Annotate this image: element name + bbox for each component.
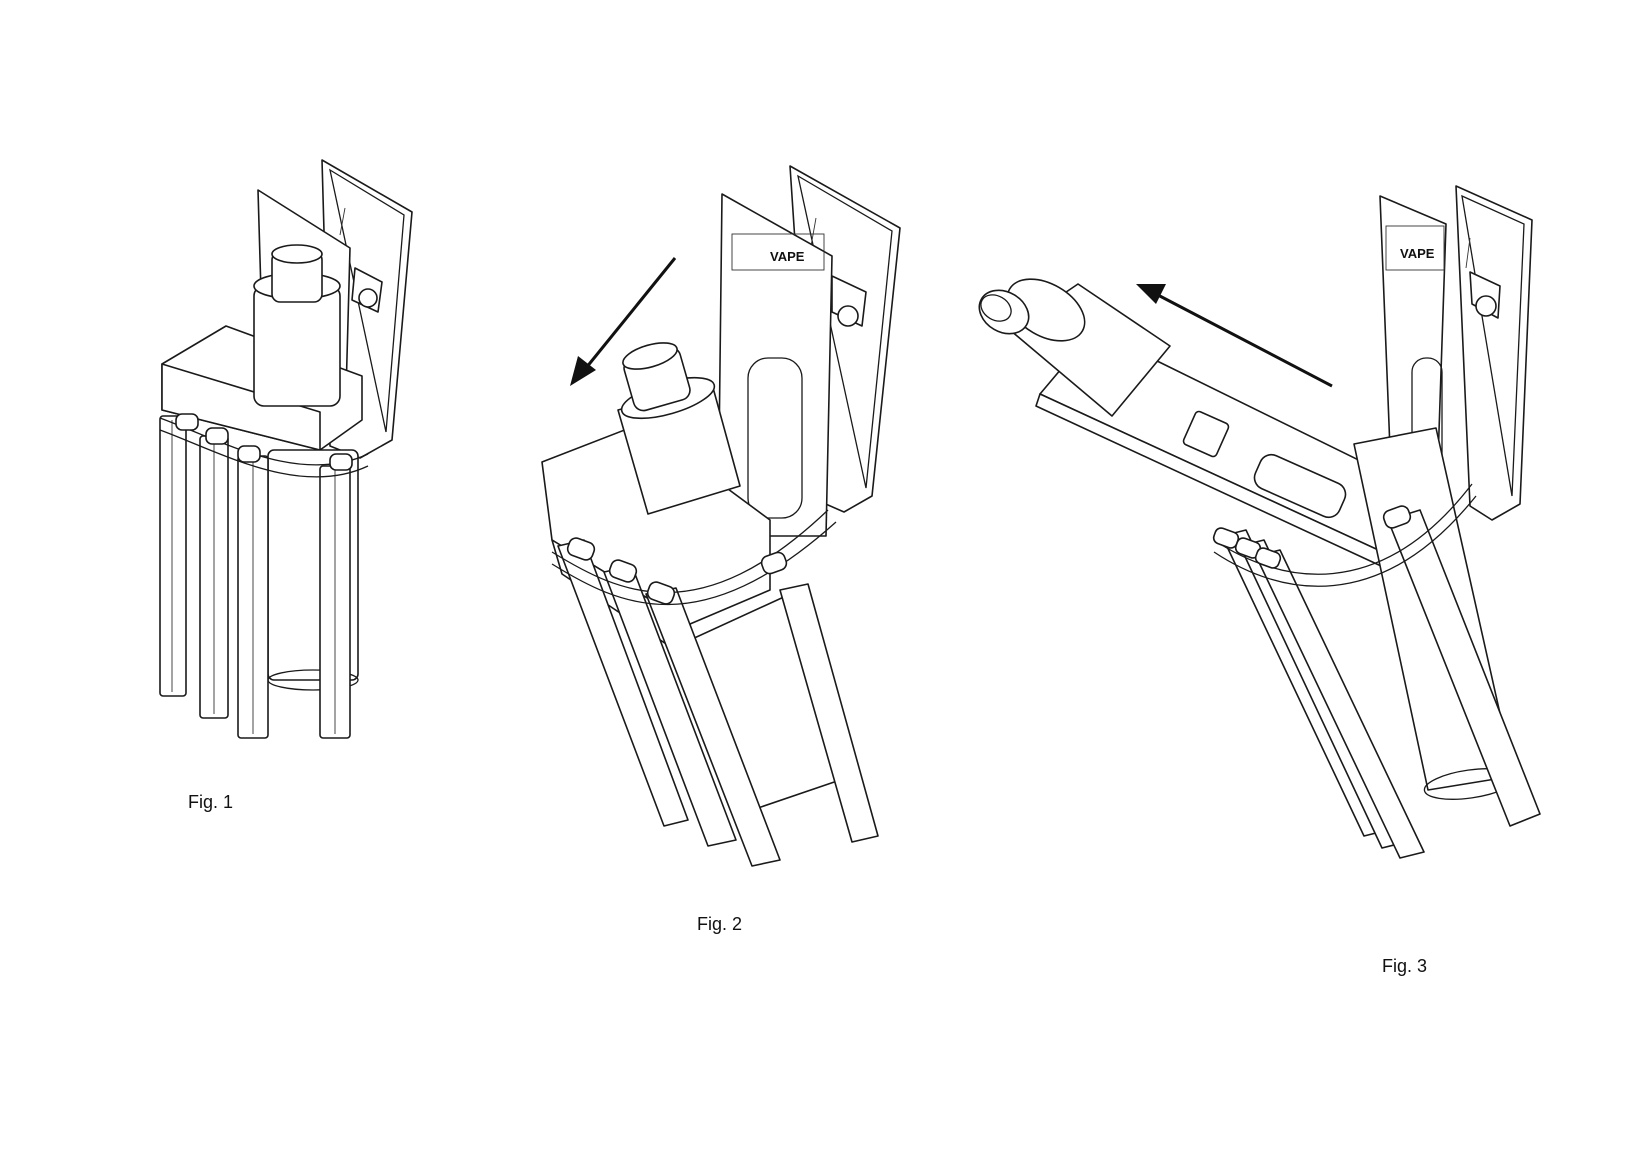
figure-3-holder-drawing: VAPE	[978, 185, 1541, 859]
figure-2-holder-drawing: VAPE	[541, 165, 901, 867]
brand-logo-icon: VAPE	[1385, 225, 1445, 271]
arrow-down-left-icon	[570, 257, 677, 386]
figure-2-label: Fig. 2	[697, 914, 743, 934]
figure-3-label: Fig. 3	[1382, 956, 1428, 976]
svg-text:VAPE: VAPE	[770, 249, 805, 264]
figure-1-holder-drawing	[159, 159, 413, 739]
brand-logo-icon: VAPE	[731, 233, 825, 271]
svg-text:VAPE: VAPE	[1400, 246, 1435, 261]
arrow-up-left-icon	[1136, 284, 1333, 388]
figure-1-label: Fig. 1	[188, 792, 234, 812]
